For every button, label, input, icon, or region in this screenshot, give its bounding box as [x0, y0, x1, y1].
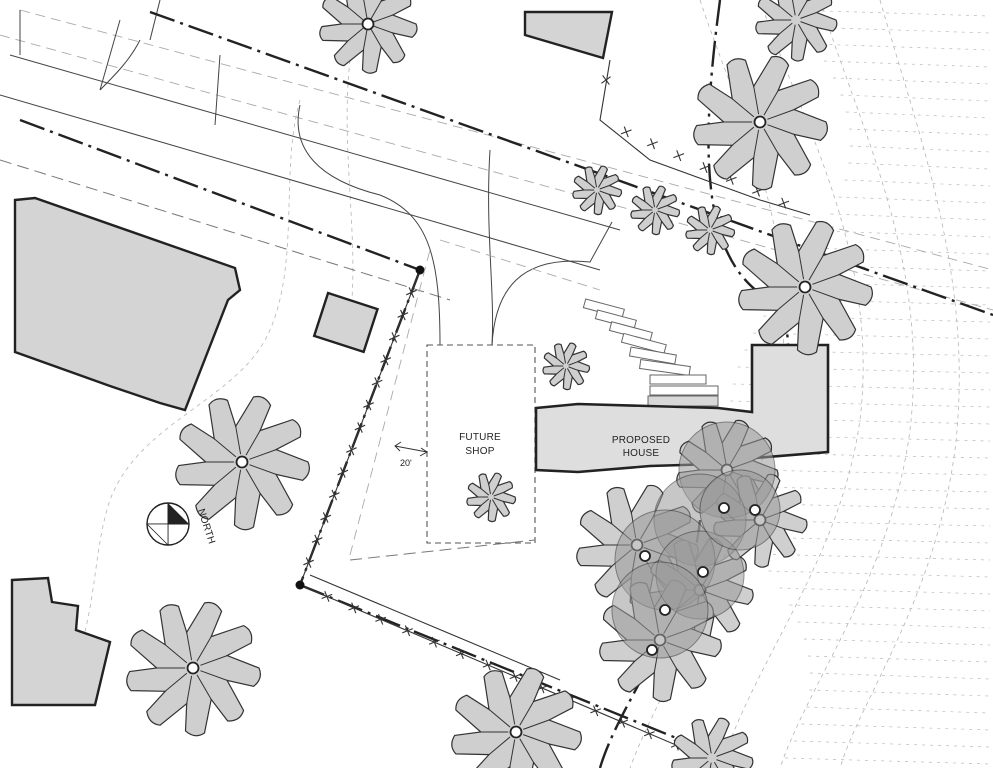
future-shop: [349, 249, 536, 561]
neighbor-buildings: [10, 10, 614, 707]
tree-symbol: [466, 472, 517, 523]
setback-label: 20': [400, 458, 412, 468]
neighbor-shed: [312, 291, 380, 354]
tree-symbol: [671, 717, 754, 768]
tree-symbol: [175, 395, 310, 531]
tree-symbol: [572, 165, 623, 216]
neighbor-building-north: [523, 10, 614, 60]
neighbor-building-west: [13, 196, 242, 412]
tree-symbol: [755, 0, 838, 62]
tree-symbol: [126, 601, 261, 737]
driveway: [297, 104, 613, 346]
north-arrow: [146, 502, 190, 546]
tree-symbol: [630, 185, 681, 236]
neighbor-building-south: [10, 576, 112, 707]
tree-cluster-trunks: [639, 502, 761, 656]
tree-symbol: [738, 220, 873, 356]
tree-symbol: [685, 205, 736, 256]
tree-cluster-shading: [611, 421, 781, 659]
tree-symbol: [693, 55, 828, 191]
tree-symbol: [542, 342, 591, 391]
future-shop-label-line1: FUTURE: [459, 432, 501, 443]
slope-hatching: [696, 9, 991, 765]
proposed-house-label-line2: HOUSE: [623, 448, 660, 459]
tree-symbol: [319, 0, 418, 74]
future-shop-label-line2: SHOP: [465, 446, 494, 457]
setback-dimension: [394, 441, 428, 457]
proposed-house-label-line1: PROPOSED: [612, 435, 670, 446]
tree-symbol: [451, 667, 582, 768]
stairs: [582, 298, 719, 407]
